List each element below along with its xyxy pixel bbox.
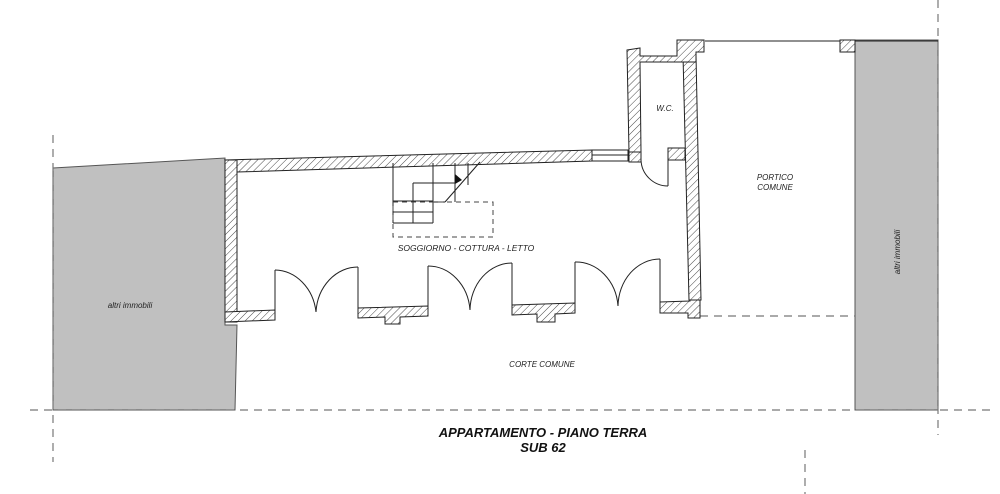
- other-property-left: [52, 157, 238, 411]
- french-door-3: [574, 258, 661, 312]
- room-label-portico-1: PORTICO: [757, 173, 793, 182]
- wc-door: [640, 159, 669, 187]
- room-label-portico-2: COMUNE: [757, 183, 793, 192]
- room-label-wc: W.C.: [656, 104, 673, 113]
- label-other-right: altri immobili: [893, 230, 902, 275]
- label-other-left: altri immobili: [108, 301, 153, 310]
- walls: [223, 39, 856, 325]
- french-door-1: [274, 266, 359, 318]
- room-label-courtyard: CORTE COMUNE: [509, 360, 575, 369]
- staircase: [392, 161, 494, 238]
- french-door-2: [427, 262, 513, 315]
- drawing-subtitle: SUB 62: [520, 440, 566, 455]
- other-property-right: [854, 39, 939, 411]
- room-label-main: SOGGIORNO - COTTURA - LETTO: [398, 243, 535, 253]
- drawing-title: APPARTAMENTO - PIANO TERRA: [438, 425, 648, 440]
